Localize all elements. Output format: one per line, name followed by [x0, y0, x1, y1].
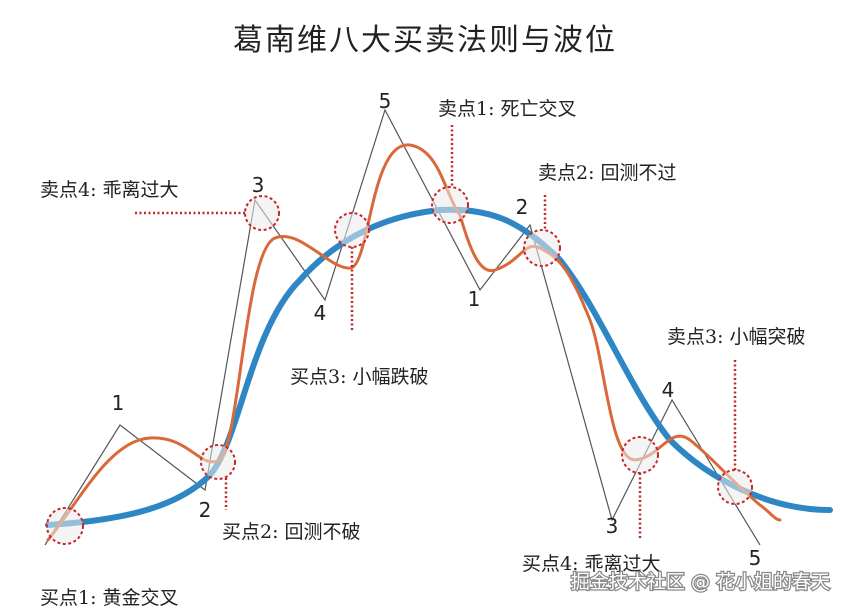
sell2-marker [523, 229, 561, 267]
sell1-marker [431, 186, 469, 224]
buy1-marker [46, 507, 84, 545]
buy2-label: 买点2: 回测不破 [222, 521, 361, 543]
sell4-label: 卖点4: 乖离过大 [40, 179, 179, 201]
sell4-marker [244, 195, 280, 231]
watermark: 掘金技术社区 @ 花小姐的春天 [571, 571, 830, 593]
wave-up-3: 3 [252, 173, 265, 197]
moving-average-line [45, 206, 833, 528]
sell3-label: 卖点3: 小幅突破 [667, 326, 806, 348]
wave-up-4: 4 [314, 301, 327, 325]
sell2-label: 卖点2: 回测不过 [538, 162, 677, 184]
buy2-marker [200, 444, 236, 480]
buy3-marker [334, 212, 370, 248]
wave-down-4: 4 [662, 378, 675, 402]
buy4-label: 买点4: 乖离过大 [522, 553, 661, 575]
wave-down-1: 1 [468, 287, 481, 311]
wave-up-1: 1 [112, 391, 125, 415]
wave-down-2: 2 [516, 195, 529, 219]
wave-up-2: 2 [199, 498, 212, 522]
wave-down-5: 5 [749, 546, 762, 570]
sell3-marker [717, 469, 753, 505]
buy1-label: 买点1: 黄金交叉 [40, 587, 179, 609]
wave-up-5: 5 [379, 89, 392, 113]
wave-zigzag-line [44, 108, 761, 546]
page-title: 葛南维八大买卖法则与波位 [233, 23, 617, 58]
buy4-marker [621, 436, 659, 474]
sell1-label: 卖点1: 死亡交叉 [438, 98, 577, 120]
buy3-label: 买点3: 小幅跌破 [290, 366, 429, 388]
wave-down-3: 3 [606, 514, 619, 538]
